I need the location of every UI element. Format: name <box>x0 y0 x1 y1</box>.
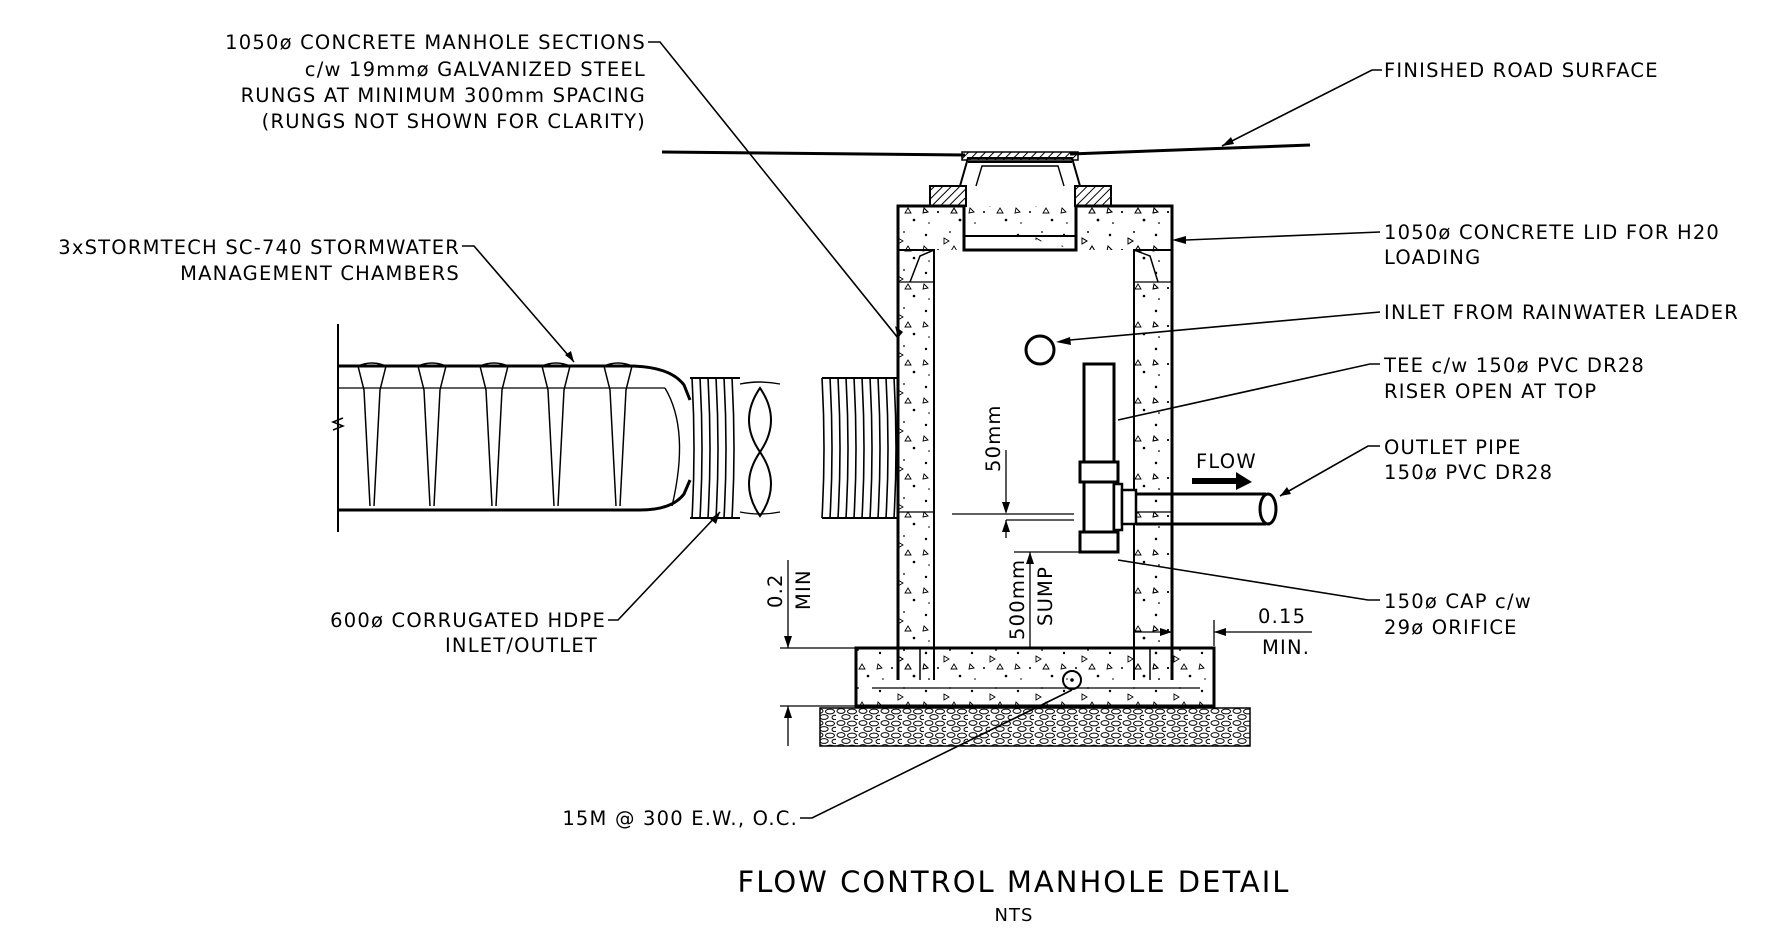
chamber-rib <box>603 365 617 507</box>
manhole-sections-line-1: 1050ø CONCRETE MANHOLE SECTIONS <box>225 31 646 54</box>
chamber-rib-top <box>357 362 387 367</box>
base-slab <box>854 646 1216 708</box>
dimensions: 50mm 500mm SUMP 0.2 MIN 0.15 MIN. <box>764 404 1312 746</box>
chamber-rib <box>541 365 555 507</box>
callout-outlet-pipe: OUTLET PIPE 150ø PVC DR28 <box>1384 436 1553 484</box>
callout-tee-riser: TEE c/w 150ø PVC DR28 RISER OPEN AT TOP <box>1383 354 1645 403</box>
pipe-corrugation <box>723 377 727 519</box>
inlet-opening <box>1024 334 1056 366</box>
tee-riser <box>1078 362 1138 554</box>
dim-015-value: 0.15 <box>1258 605 1306 628</box>
hdpe-pipe <box>690 377 898 519</box>
cap-orifice-line-1: 150ø CAP c/w <box>1384 590 1532 613</box>
callout-concrete-lid: 1050ø CONCRETE LID FOR H20 LOADING <box>1384 221 1720 269</box>
chamber-rib-top <box>417 362 447 367</box>
drawing-title: FLOW CONTROL MANHOLE DETAIL <box>738 865 1291 899</box>
chamber-rib <box>433 365 447 507</box>
callout-manhole-sections: 1050ø CONCRETE MANHOLE SECTIONS c/w 19mm… <box>225 31 646 133</box>
pipe-corrugation <box>731 377 735 519</box>
outlet-pipe <box>1136 492 1278 526</box>
callout-rebar: 15M @ 300 E.W., O.C. <box>562 807 798 830</box>
chamber-rib <box>557 365 571 507</box>
callout-inlet-leader: INLET FROM RAINWATER LEADER <box>1384 301 1739 324</box>
gravel-bed <box>819 707 1251 747</box>
dim-02-label: MIN <box>792 569 815 610</box>
manhole-sections-line-4: (RUNGS NOT SHOWN FOR CLARITY) <box>262 110 646 133</box>
chamber-rib-top <box>479 362 509 367</box>
callout-road-surface: FINISHED ROAD SURFACE <box>1384 59 1659 82</box>
flow-label: FLOW <box>1196 450 1257 473</box>
pipe-corrugation <box>691 377 695 519</box>
pipe-corrugation <box>845 377 849 519</box>
stormtech-chambers <box>330 324 692 532</box>
pipe-corrugation <box>699 377 703 519</box>
pipe-corrugation <box>861 377 865 519</box>
chamber-rib <box>479 365 493 507</box>
dim-sump-label: SUMP <box>1034 566 1057 626</box>
chamber-rib <box>417 365 431 507</box>
pipe-corrugation <box>893 377 897 519</box>
pipe-corrugation <box>715 377 719 519</box>
pipe-corrugation <box>707 377 711 519</box>
callout-stormtech: 3xSTORMTECH SC-740 STORMWATER MANAGEMENT… <box>58 236 460 285</box>
dim-50mm: 50mm <box>982 404 1005 472</box>
chamber-rib <box>357 365 371 507</box>
dim-02-value: 0.2 <box>764 573 787 608</box>
pipe-corrugation <box>829 377 833 519</box>
road-surface <box>661 143 1311 157</box>
drawing-subtitle: NTS <box>995 905 1034 926</box>
frame-and-cover <box>929 151 1112 207</box>
manhole-sections-line-3: RUNGS AT MINIMUM 300mm SPACING <box>241 84 646 107</box>
manhole-sections-line-2: c/w 19mmø GALVANIZED STEEL <box>305 58 646 81</box>
callout-hdpe-inlet: 600ø CORRUGATED HDPE INLET/OUTLET <box>330 609 606 657</box>
hdpe-line-2: INLET/OUTLET <box>445 634 598 657</box>
tee-riser-line-2: RISER OPEN AT TOP <box>1384 380 1597 403</box>
pipe-corrugation <box>853 377 857 519</box>
concrete-lid-line-2: LOADING <box>1384 246 1481 269</box>
chamber-rib-top <box>603 362 633 367</box>
pipe-corrugation <box>869 377 873 519</box>
pipe-corrugation <box>885 377 889 519</box>
outlet-pipe-line-1: OUTLET PIPE <box>1384 436 1522 459</box>
chamber-rib <box>373 365 387 507</box>
callout-cap-orifice: 150ø CAP c/w 29ø ORIFICE <box>1384 590 1532 639</box>
pipe-corrugation <box>821 377 825 519</box>
cap-orifice-line-2: 29ø ORIFICE <box>1384 616 1518 639</box>
pipe-corrugation <box>837 377 841 519</box>
chamber-rib <box>495 365 509 507</box>
chamber-rib <box>619 365 633 507</box>
stormtech-line-2: MANAGEMENT CHAMBERS <box>180 262 460 285</box>
stormtech-line-1: 3xSTORMTECH SC-740 STORMWATER <box>58 236 460 259</box>
dim-015-label: MIN. <box>1262 636 1310 659</box>
dim-500mm-value: 500mm <box>1006 559 1029 640</box>
tee-riser-line-1: TEE c/w 150ø PVC DR28 <box>1383 354 1645 377</box>
hdpe-line-1: 600ø CORRUGATED HDPE <box>330 609 606 632</box>
outlet-pipe-line-2: 150ø PVC DR28 <box>1384 461 1553 484</box>
chamber-rib-top <box>541 362 571 367</box>
concrete-lid-line-1: 1050ø CONCRETE LID FOR H20 <box>1384 221 1720 244</box>
pipe-corrugation <box>877 377 881 519</box>
flow-arrow: FLOW <box>1192 450 1257 490</box>
leader-lines <box>462 41 1382 819</box>
